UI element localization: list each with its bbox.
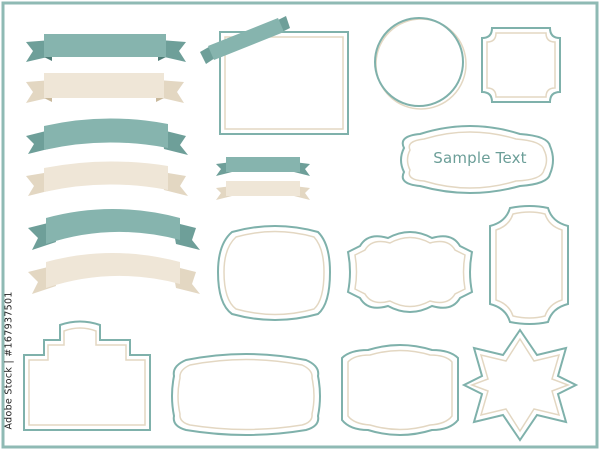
decorative-frame-icon [23,320,151,431]
ribbon-banner-icon [216,157,310,176]
sample-text-label: Sample Text [433,149,527,167]
decorative-frame-icon [341,344,459,436]
ribbon-banner-icon [200,16,290,64]
decorative-frame-icon [374,17,467,110]
decorative-frame-icon [489,205,569,325]
decorative-frame-icon [216,225,332,321]
decorative-frame-icon [481,27,561,103]
decorative-frame-icon [346,231,474,313]
ribbon-banner-icon [216,181,310,200]
ribbon-banner-icon [26,118,188,155]
decorative-frame-icon [400,125,554,194]
decorative-frame-icon [461,328,579,442]
ribbon-banner-icon [28,253,200,294]
ribbon-banner-icon [26,161,188,196]
ribbon-banner-icon [26,73,184,103]
stock-id-watermark: Adobe Stock | #167937501 [3,291,15,430]
ribbon-banner-icon [28,209,200,250]
ribbon-banner-icon [26,34,186,62]
decorative-frame-icon [171,353,321,436]
